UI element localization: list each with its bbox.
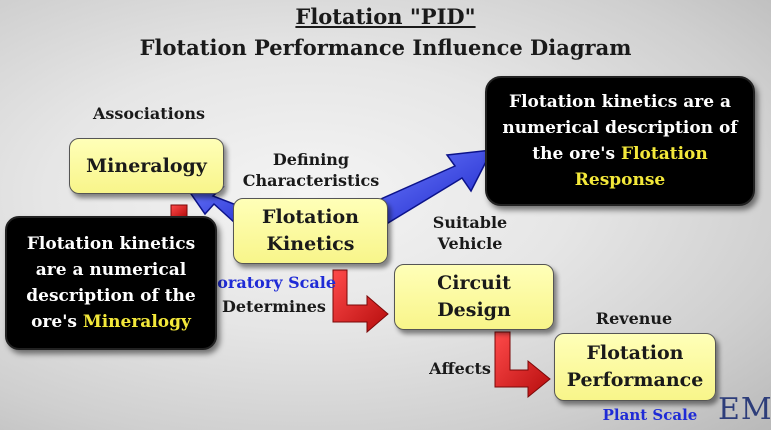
suitable-line-2: Vehicle xyxy=(437,234,503,253)
callout-right-line-3: the ore's Flotation xyxy=(502,141,737,167)
callout-right-highlight-2: Response xyxy=(574,170,666,190)
callout-right-line-1: Flotation kinetics are a xyxy=(509,92,731,112)
callout-left-line-1: Flotation kinetics xyxy=(26,234,196,254)
diagram-subtitle: Flotation Performance Influence Diagram xyxy=(139,35,632,60)
callout-right-line-3-text: the ore's xyxy=(532,144,621,164)
defining-characteristics-label: Defining Characteristics xyxy=(236,149,386,191)
defining-line-1: Defining xyxy=(272,150,350,169)
plant-scale-label: Plant Scale xyxy=(602,406,698,424)
flotation-kinetics-node: Flotation Kinetics xyxy=(233,198,388,264)
callout-left-line-4-text: ore's xyxy=(31,312,83,332)
revenue-label: Revenue xyxy=(595,309,673,328)
suitable-vehicle-label: Suitable Vehicle xyxy=(410,212,530,254)
callout-flotation-response: Flotation kinetics are a numerical descr… xyxy=(485,76,755,206)
affects-label: Affects xyxy=(429,359,491,378)
callout-right-highlight-1: Flotation xyxy=(621,144,708,164)
callout-right-line-2: numerical description of xyxy=(502,118,738,138)
callout-left-line-2: are a numerical xyxy=(35,260,187,280)
callout-mineralogy: Flotation kinetics are a numerical descr… xyxy=(5,216,217,350)
diagram-title: Flotation "PID" xyxy=(295,4,476,29)
suitable-line-1: Suitable xyxy=(432,213,508,232)
callout-left-highlight: Mineralogy xyxy=(82,312,191,332)
mineralogy-label: Mineralogy xyxy=(86,154,207,177)
laboratory-scale-label: Laboratory Scale xyxy=(184,273,336,292)
blue-arrow-right xyxy=(370,149,494,224)
associations-label: Associations xyxy=(92,104,206,123)
circuit-line-2: Design xyxy=(437,299,511,321)
callout-left-line-3: description of the xyxy=(26,286,196,306)
kinetics-line-1: Flotation xyxy=(262,206,359,228)
logo: EM xyxy=(718,392,771,427)
performance-line-2: Performance xyxy=(566,369,704,391)
red-arrow-circuit-performance xyxy=(494,331,551,399)
callout-left-line-4: ore's Mineralogy xyxy=(26,309,195,335)
flotation-performance-node: Flotation Performance xyxy=(554,333,716,401)
circuit-design-node: Circuit Design xyxy=(394,264,554,330)
red-arrow-kinetics-circuit xyxy=(332,269,389,334)
kinetics-line-2: Kinetics xyxy=(266,233,355,255)
mineralogy-node: Mineralogy xyxy=(69,138,224,194)
circuit-line-1: Circuit xyxy=(437,272,511,294)
determines-label: Determines xyxy=(222,297,326,316)
defining-line-2: Characteristics xyxy=(242,171,380,190)
performance-line-1: Flotation xyxy=(586,342,684,364)
